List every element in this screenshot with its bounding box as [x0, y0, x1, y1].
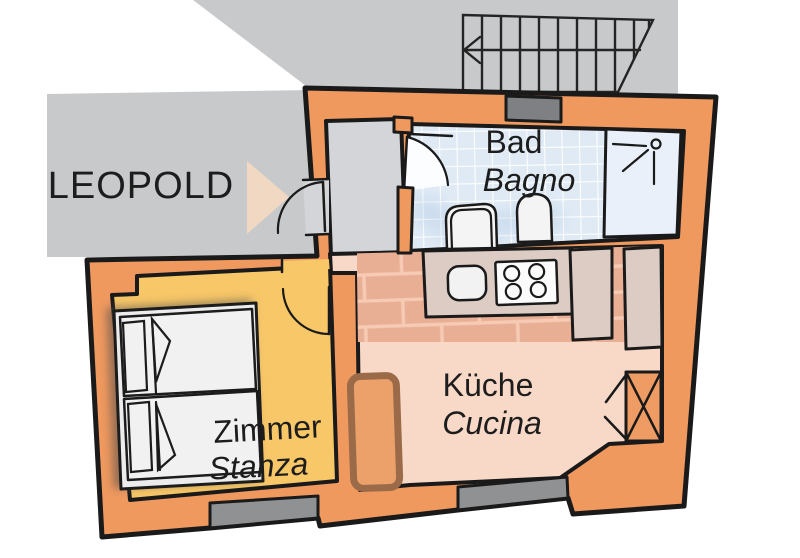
bedroom-label-de: Zimmer [212, 408, 323, 450]
toilet-icon [444, 202, 499, 251]
shower-head-icon [611, 138, 662, 186]
double-bed-icon [112, 301, 265, 491]
burner [504, 282, 522, 301]
building-label: LEOPOLD [48, 165, 235, 207]
bedroom-label-it: Stanza [208, 445, 309, 486]
bathroom-door-leaf [402, 132, 454, 193]
sofa-bench-icon [346, 372, 404, 492]
stair-step-lines [480, 15, 651, 92]
pillow [121, 319, 149, 394]
tall-cabinet-b [622, 245, 664, 351]
entrance-door-leaf [321, 180, 327, 233]
entrance-door [276, 177, 331, 237]
sink-icon [446, 264, 488, 302]
kitchen-window [456, 475, 570, 512]
bathroom-label-de: Bad [486, 124, 543, 160]
toilet-inner-line [449, 207, 494, 251]
bathroom-window [504, 94, 563, 124]
stair-direction-arrow [462, 35, 642, 65]
pillow [126, 400, 154, 474]
bathroom-door-lintel [392, 115, 414, 135]
kitchen-label-it: Cucina [442, 405, 542, 441]
bathroom-wall-pier [396, 185, 415, 255]
burner [529, 280, 547, 299]
bedroom [110, 256, 339, 502]
shower-stall [602, 127, 683, 239]
kitchen-label-de: Küche [443, 367, 534, 403]
outside-area-top [193, 0, 678, 97]
bathroom-door-arc [405, 135, 450, 187]
bidet-icon [515, 192, 554, 244]
blanket-fold [154, 403, 177, 473]
bedroom-door-arc [281, 287, 331, 336]
staircase [461, 13, 655, 94]
bedroom-window [208, 494, 320, 530]
flue-shaft-icon [603, 370, 663, 443]
tall-cabinet-a [568, 246, 614, 342]
bathroom-label-it: Bagno [483, 162, 576, 198]
entrance-door-arc [276, 180, 325, 235]
kitchen [328, 244, 664, 492]
burner [503, 264, 521, 283]
stair-outline [461, 13, 655, 94]
bathroom-door-swing [404, 137, 448, 191]
stove-icon [494, 258, 559, 307]
blanket-fold [150, 315, 172, 383]
entrance-arrow-icon [247, 161, 289, 234]
bedroom-door-opening [282, 259, 331, 271]
burner [528, 263, 546, 281]
hallway-floor [324, 117, 408, 258]
